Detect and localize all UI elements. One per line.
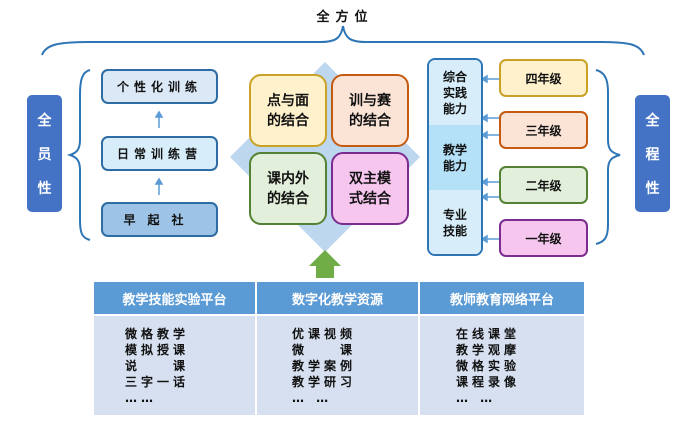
ability-line: 能力: [442, 158, 467, 173]
side-label-char: 性: [37, 180, 52, 197]
side-label-whole-process: 全 程 性: [635, 95, 670, 212]
platform-header-teacher-network: 教师教育网络平台: [420, 282, 584, 314]
quad-point-and-surface: 点与面的结合: [249, 74, 327, 147]
quad-line: 的结合: [267, 112, 309, 129]
box-personalized-training: 个性化训练: [101, 69, 218, 104]
table-divider: [255, 282, 257, 415]
ability-professional-skill: 专业技能: [429, 190, 481, 254]
ability-line: 教学: [442, 142, 467, 157]
ability-comprehensive-practice: 综合实践能力: [429, 60, 481, 126]
quad-line: 课内外: [267, 170, 309, 187]
up-arrow: [309, 250, 341, 278]
quad-line: 双主模: [349, 170, 391, 187]
grade-label: 一年级: [525, 231, 562, 246]
ability-line: 能力: [442, 101, 467, 116]
quad-in-and-out-class: 课内外的结合: [249, 152, 327, 225]
quad-training-and-competition: 训与赛的结合: [331, 74, 409, 147]
side-label-char: 全: [645, 112, 660, 129]
box-daily-training-camp: 日常训练营: [101, 136, 218, 171]
top-brace: [41, 25, 645, 56]
grade-four: 四年级: [499, 59, 588, 97]
side-label-char: 全: [37, 112, 52, 129]
diagram-title: 全方位: [316, 10, 374, 25]
quad-dual-subject-mode: 双主模式结合: [331, 152, 409, 225]
grade-label: 四年级: [525, 71, 562, 86]
side-label-char: 性: [645, 180, 660, 197]
quad-line: 点与面: [267, 92, 309, 109]
grade-label: 三年级: [525, 123, 562, 138]
grade-arrows: [480, 74, 499, 244]
side-label-all-staff: 全 员 性: [27, 95, 62, 212]
platform-header-skill-lab: 教学技能实验平台: [94, 282, 255, 314]
side-label-char: 程: [645, 146, 660, 163]
grade-two: 二年级: [499, 166, 588, 204]
right-brace: [595, 69, 621, 245]
platform-header-digital-resources: 数字化教学资源: [257, 282, 418, 314]
platform-items-skill-lab: 微格教学 模拟授课 说 课 三字一话 ……: [94, 316, 255, 415]
box-early-rise-club: 早起社: [101, 202, 218, 237]
platform-items-digital-resources: 优课视频 微 课 教学案例 教学研习 … …: [257, 316, 418, 415]
platforms-table: 教学技能实验平台 数字化教学资源 教师教育网络平台 微格教学 模拟授课 说 课 …: [94, 282, 584, 415]
platform-items-teacher-network: 在线课堂 教学观摩 微格实验 课程录像 … …: [420, 316, 584, 415]
ability-column: 综合实践能力 教学能力 专业技能: [427, 58, 483, 256]
left-brace: [66, 69, 91, 241]
table-divider: [418, 282, 420, 415]
quad-line: 式结合: [349, 190, 391, 207]
table-divider: [94, 314, 584, 316]
grade-one: 一年级: [499, 219, 588, 257]
box-label: 日常训练营: [116, 147, 202, 161]
quad-line: 训与赛: [349, 92, 391, 109]
quad-line: 的结合: [267, 190, 309, 207]
ability-teaching: 教学能力: [429, 125, 481, 191]
box-label: 早起社: [123, 213, 196, 227]
grade-three: 三年级: [499, 111, 588, 149]
ability-line: 实践: [442, 85, 467, 100]
ability-line: 专业: [442, 208, 467, 222]
box-label: 个性化训练: [116, 80, 202, 94]
quad-line: 的结合: [349, 112, 391, 129]
grade-label: 二年级: [525, 178, 562, 193]
ability-line: 综合: [442, 69, 467, 84]
side-label-char: 员: [37, 146, 52, 163]
ability-line: 技能: [442, 224, 467, 238]
